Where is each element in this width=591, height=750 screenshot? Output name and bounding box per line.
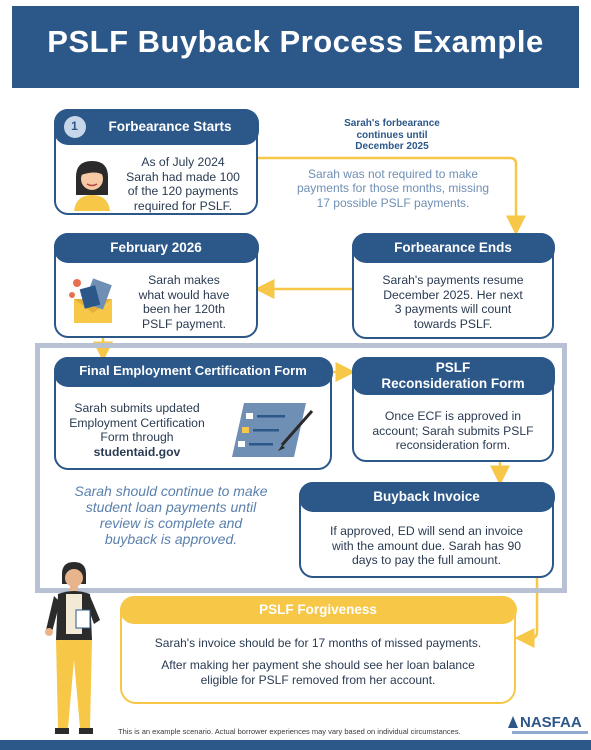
forbearance-starts-card: 1 Forbearance Starts As of July 2024 Sar… [53,108,259,215]
disclaimer: This is an example scenario. Actual borr… [118,727,461,736]
february-2026-header: February 2026 [53,232,259,263]
continue-payments-note: Sarah should continue to make student lo… [74,483,268,548]
pslf-forgiveness-header: PSLF Forgiveness [119,595,517,624]
forgiveness-line1: Sarah's invoice should be for 17 months … [154,636,482,650]
pslf-forgiveness-text: Sarah's invoice should be for 17 months … [128,636,508,687]
step-number: 1 [63,115,86,138]
forbearance-ends-text: Sarah's payments resume December 2025. H… [382,273,524,331]
february-2026-text: Sarah makes what would have been her 120… [138,273,230,331]
forbearance-starts-text: As of July 2024 Sarah had made 100 of th… [126,155,240,213]
forbearance-starts-title: Forbearance Starts [108,118,232,134]
page-title: PSLF Buyback Process Example [47,24,544,59]
reconsideration-header: PSLF Reconsideration Form [351,356,555,395]
ecf-header: Final Employment Certification Form [53,356,333,387]
forgiveness-line2: After making her payment she should see … [161,658,475,687]
woman-avatar-icon [68,155,116,211]
reconsideration-card: PSLF Reconsideration Form Once ECF is ap… [351,356,555,462]
forbearance-continues-note: Sarah's forbearance continues until Dece… [344,118,440,152]
checklist-form-icon [226,397,316,461]
envelope-icon [68,275,118,327]
buyback-invoice-card: Buyback Invoice If approved, ED will sen… [298,481,555,578]
reconsideration-title-line2: Reconsideration Form [381,375,525,391]
buyback-invoice-text: If approved, ED will send an invoice wit… [329,524,524,568]
reconsideration-text: Once ECF is approved in account; Sarah s… [372,409,534,453]
forbearance-ends-card: Forbearance Ends Sarah's payments resume… [351,232,555,339]
studentaid-link[interactable]: studentaid.gov [93,444,181,459]
nasfaa-logo: NASFAA [508,714,582,731]
ecf-text: Sarah submits updated Employment Certifi… [62,401,212,460]
forbearance-ends-header: Forbearance Ends [351,232,555,263]
review-frame [35,343,567,593]
logo-tagline-bar [512,731,588,734]
bottom-bar [0,740,591,750]
forbearance-starts-header: 1 Forbearance Starts [53,108,259,145]
buyback-invoice-header: Buyback Invoice [298,481,555,512]
nasfaa-logo-text: NASFAA [520,714,582,731]
ecf-card: Final Employment Certification Form Sara… [53,356,333,470]
pslf-forgiveness-card: PSLF Forgiveness Sarah's invoice should … [119,595,517,704]
nasfaa-logo-icon [508,716,518,728]
missed-payments-note: Sarah was not required to make payments … [296,167,490,210]
reconsideration-title-line1: PSLF [435,359,471,375]
standing-woman-icon [40,560,110,738]
february-2026-card: February 2026 Sarah makes what would hav… [53,232,259,338]
title-banner: PSLF Buyback Process Example [12,6,579,88]
